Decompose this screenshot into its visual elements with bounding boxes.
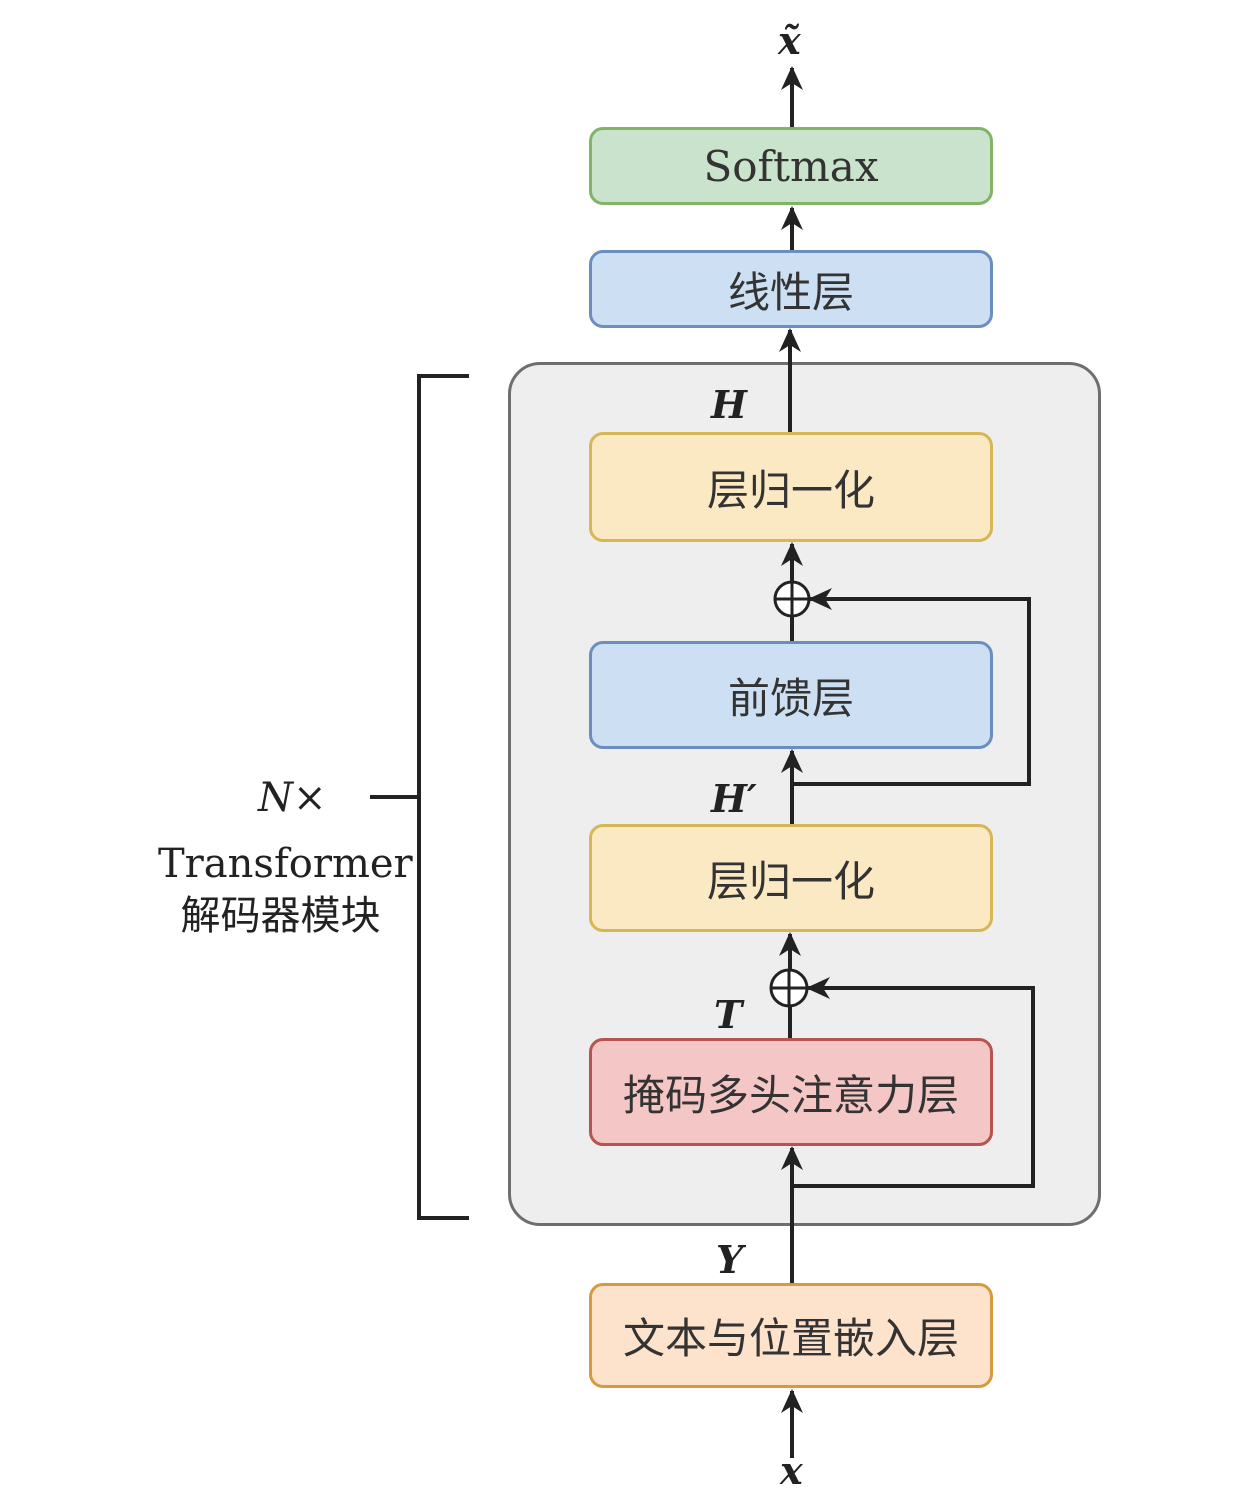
linear-layer-box: 线性层 xyxy=(589,250,993,328)
output-label: x̃ xyxy=(778,18,801,63)
block-name-line1: Transformer xyxy=(158,841,413,887)
feedforward-box: 前馈层 xyxy=(589,641,993,749)
softmax-label: Softmax xyxy=(703,141,879,191)
label-Y: Y xyxy=(716,1237,744,1282)
layernorm-top-box: 层归一化 xyxy=(589,432,993,542)
embedding-label: 文本与位置嵌入层 xyxy=(622,1314,959,1363)
bracket xyxy=(417,374,469,1220)
label-H: H xyxy=(711,382,747,427)
repeat-count-label: N× xyxy=(258,775,327,821)
residual-connection-1 xyxy=(792,977,1035,1188)
feedforward-label: 前馈层 xyxy=(727,673,854,723)
linear-layer-label: 线性层 xyxy=(727,267,854,317)
residual-connection-2 xyxy=(792,588,1031,786)
label-T: T xyxy=(714,992,743,1037)
input-label: x xyxy=(780,1448,803,1493)
label-H-prime: H′ xyxy=(711,776,757,821)
block-name-line2: 解码器模块 xyxy=(180,893,381,939)
layernorm-top-label: 层归一化 xyxy=(706,465,875,515)
softmax-box: Softmax xyxy=(589,127,993,205)
layernorm-bottom-box: 层归一化 xyxy=(589,824,993,932)
masked-attention-label: 掩码多头注意力层 xyxy=(622,1070,959,1120)
masked-attention-box: 掩码多头注意力层 xyxy=(589,1038,993,1146)
layernorm-bottom-label: 层归一化 xyxy=(706,856,875,906)
embedding-box: 文本与位置嵌入层 xyxy=(589,1283,993,1388)
